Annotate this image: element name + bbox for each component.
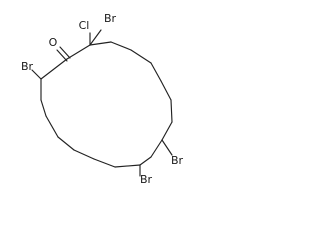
ring-bond	[57, 136, 75, 151]
ring-bond	[161, 121, 173, 141]
ring-bond	[89, 41, 112, 46]
ring-bond	[130, 49, 152, 64]
bromine-label-lower-right: Br	[171, 154, 184, 167]
ring-bond	[73, 149, 95, 160]
oxygen-label: O	[49, 36, 58, 49]
c-br-bond-left	[31, 69, 42, 80]
chlorine-label: Cl	[79, 19, 90, 32]
ring-bond	[40, 58, 68, 80]
molecule-structure: O Cl Br Br Br Br	[21, 12, 184, 186]
ring-bond	[66, 44, 91, 60]
c-br-bond-lower-right	[161, 139, 173, 156]
c-br-bond-top	[89, 29, 102, 46]
bromine-label-left: Br	[21, 60, 34, 73]
ring-bond	[45, 115, 59, 138]
carbonyl-bond-a	[59, 46, 71, 59]
molecule-canvas: O Cl Br Br Br Br	[20, 12, 184, 186]
carbonyl-bond-b	[56, 49, 68, 62]
ring-bond	[139, 156, 152, 166]
ring-bond	[40, 99, 47, 117]
ring-bond	[160, 80, 172, 101]
bromine-label-top: Br	[104, 12, 117, 25]
bromine-label-bottom: Br	[140, 173, 153, 186]
ring-bond	[114, 164, 141, 168]
ring-bond	[150, 62, 162, 82]
ring-bond	[170, 99, 173, 123]
ring-bond	[93, 158, 116, 168]
ring-bond	[150, 139, 163, 158]
ring-bond	[110, 41, 132, 51]
